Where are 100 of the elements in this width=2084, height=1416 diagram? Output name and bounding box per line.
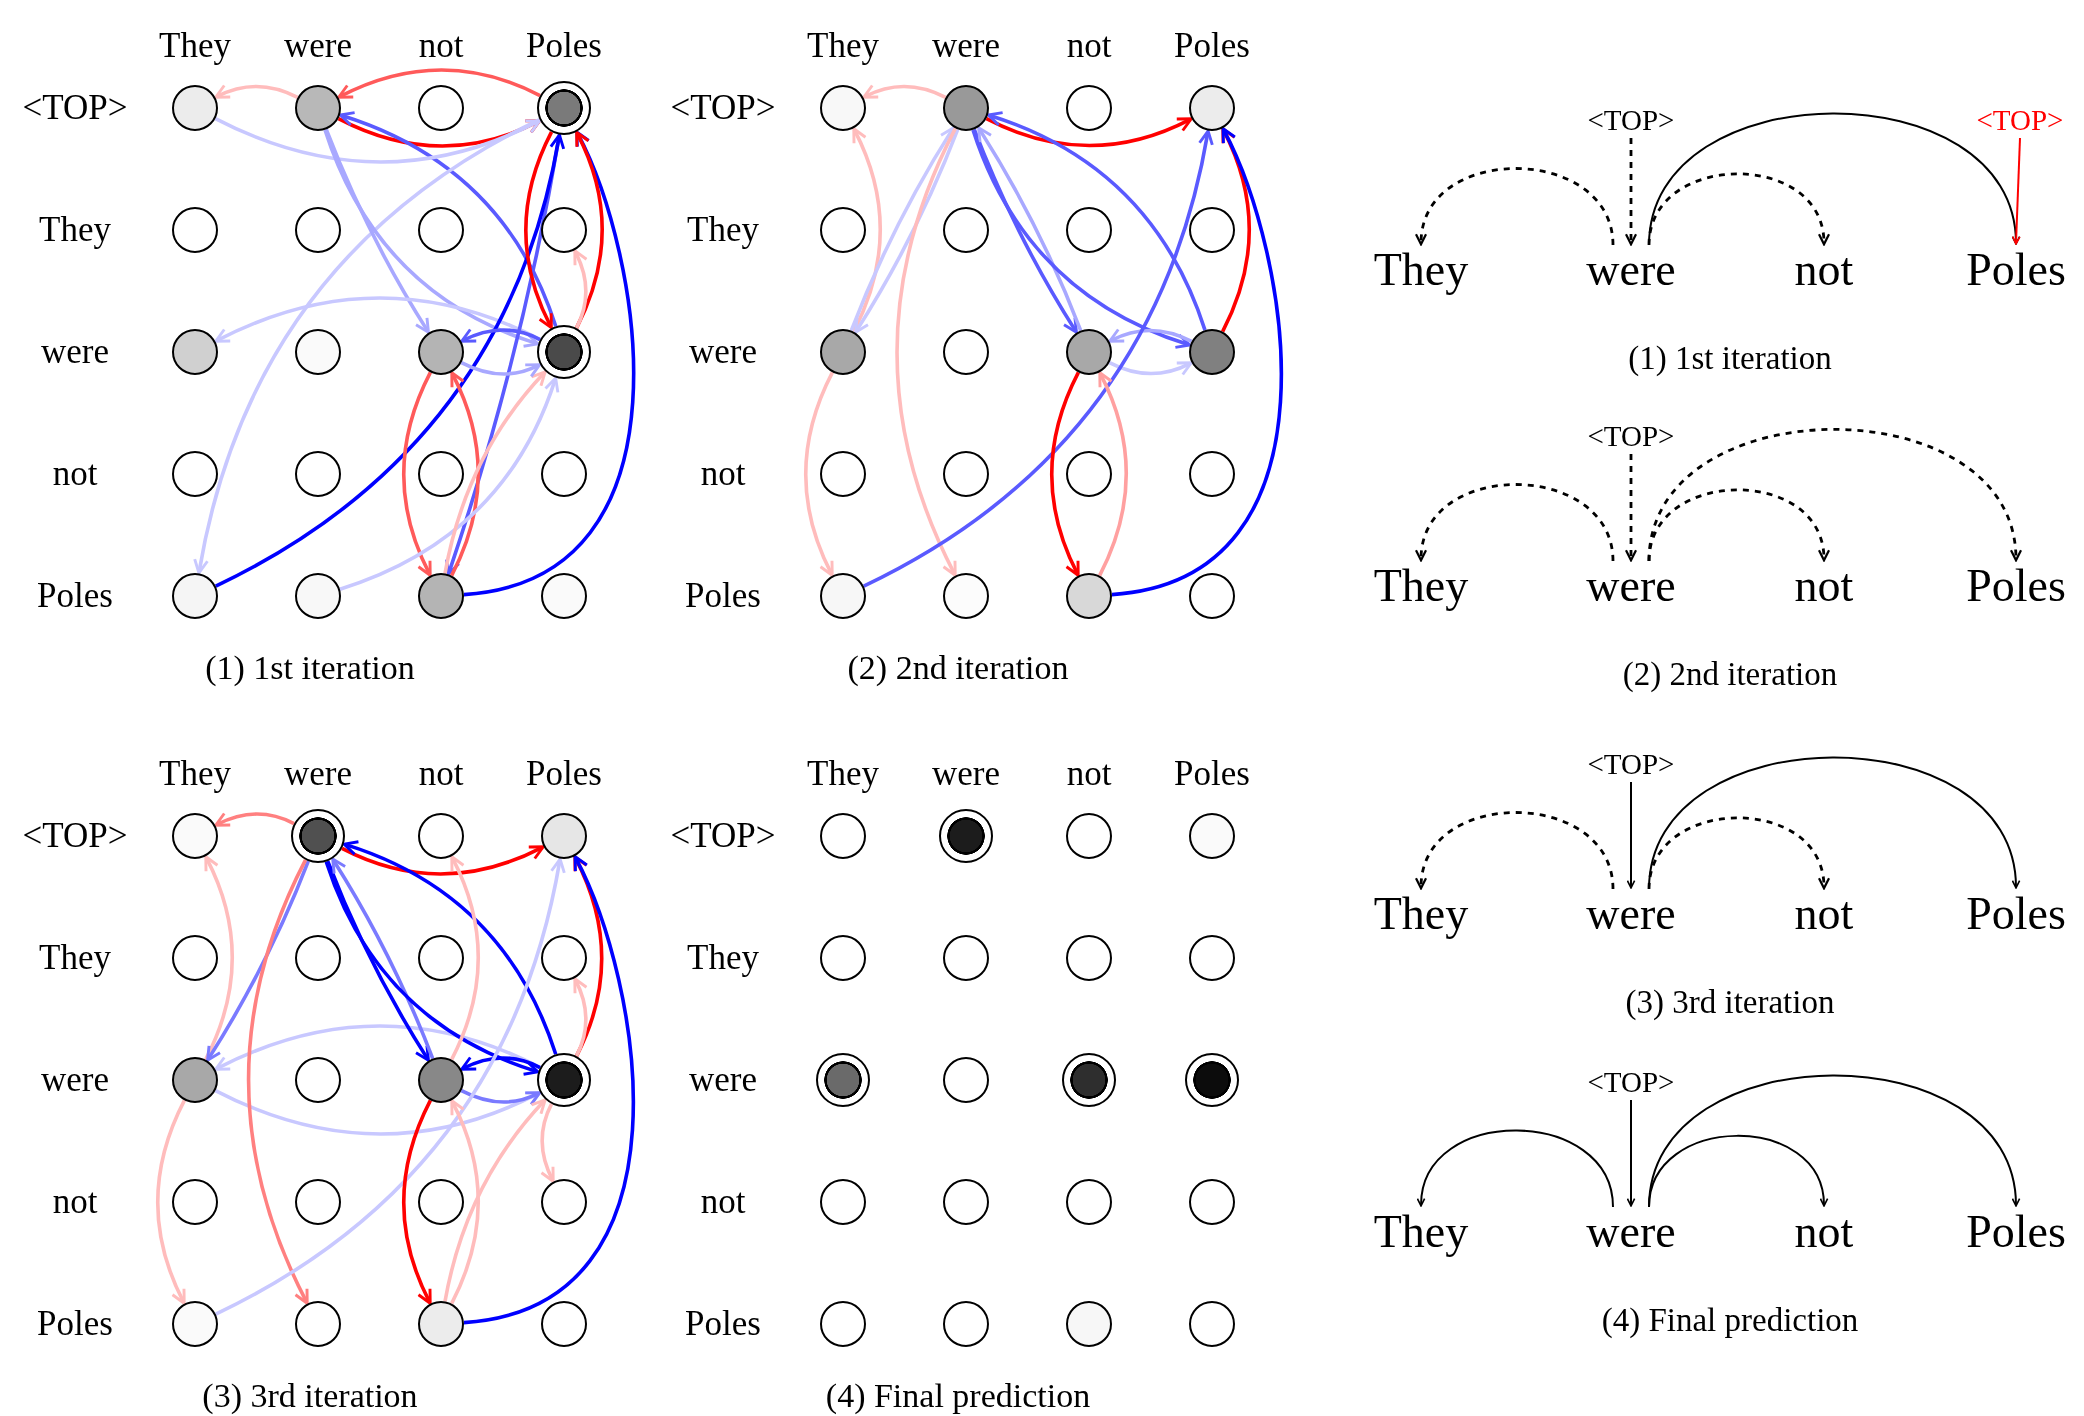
- arrow: [214, 117, 542, 164]
- arrow: [1648, 1074, 2020, 1208]
- state-circle: [537, 325, 591, 379]
- column-header: not: [1066, 754, 1112, 794]
- token-label: Poles: [1966, 1206, 2066, 1258]
- column-header: They: [159, 754, 231, 794]
- state-circle: [418, 935, 464, 981]
- state-circle: [820, 573, 866, 619]
- state-circle: [172, 85, 218, 131]
- state-circle: [943, 573, 989, 619]
- row-header: were: [689, 1060, 757, 1100]
- arrow: [895, 127, 957, 577]
- token-label: not: [1794, 1206, 1854, 1258]
- token-label: were: [1586, 888, 1676, 940]
- row-header: not: [52, 1182, 98, 1222]
- arrow: [986, 111, 1207, 331]
- state-circle: [1066, 573, 1112, 619]
- state-circle: [1189, 813, 1235, 859]
- column-header: Poles: [526, 754, 602, 794]
- row-header: <TOP>: [22, 816, 128, 856]
- arrow: [460, 1089, 542, 1106]
- state-circle: [943, 451, 989, 497]
- arrow: [1221, 127, 1251, 333]
- caption: (2) 2nd iteration: [847, 649, 1069, 687]
- token-label: They: [1373, 1206, 1469, 1258]
- arrow: [460, 361, 542, 378]
- arrow: [540, 1103, 555, 1183]
- arrow: [450, 1099, 480, 1305]
- state-circle: [418, 207, 464, 253]
- state-circle: [1066, 329, 1112, 375]
- state-circle: [541, 451, 587, 497]
- state-circle: [1189, 207, 1235, 253]
- state-circle: [541, 573, 587, 619]
- row-header: They: [39, 210, 111, 250]
- state-circle: [537, 81, 591, 135]
- state-circle: [172, 935, 218, 981]
- arrow: [971, 129, 1192, 349]
- arrow: [460, 328, 541, 343]
- arrow: [324, 861, 540, 1076]
- state-circle: [1066, 813, 1112, 859]
- row-header: They: [687, 210, 759, 250]
- arrow: [1416, 811, 1615, 890]
- arrow: [1417, 1129, 1614, 1208]
- state-circle: [1189, 935, 1235, 981]
- arrow: [341, 845, 545, 876]
- state-circle: [295, 573, 341, 619]
- state-circle: [1189, 329, 1235, 375]
- row-header: not: [700, 1182, 746, 1222]
- state-circle: [1189, 573, 1235, 619]
- row-header: not: [52, 454, 98, 494]
- token-label: not: [1794, 244, 1854, 296]
- state-circle: [1189, 1179, 1235, 1225]
- arrow: [1050, 371, 1080, 577]
- state-circle: [172, 1301, 218, 1347]
- token-label: not: [1794, 888, 1854, 940]
- arrow: [443, 370, 547, 574]
- arrow: [460, 1056, 541, 1071]
- row-header: <TOP>: [22, 88, 128, 128]
- arrow: [450, 855, 480, 1061]
- state-circle: [541, 1301, 587, 1347]
- arrow: [1624, 138, 1638, 246]
- state-circle: [418, 573, 464, 619]
- state-circle: [820, 813, 866, 859]
- caption: (2) 2nd iteration: [1622, 655, 1838, 693]
- state-circle: [943, 935, 989, 981]
- column-header: were: [284, 754, 352, 794]
- state-circle: [172, 451, 218, 497]
- state-circle: [295, 1057, 341, 1103]
- arrow: [337, 68, 541, 99]
- arrow: [1647, 816, 1829, 890]
- state-circle: [943, 1301, 989, 1347]
- state-circle: [291, 809, 345, 863]
- arrow: [1111, 127, 1283, 597]
- column-header: were: [932, 754, 1000, 794]
- arrow: [804, 371, 834, 577]
- arrow: [193, 118, 541, 575]
- arrow: [206, 860, 310, 1062]
- state-circle: [172, 1179, 218, 1225]
- arrow: [1648, 1134, 1828, 1208]
- state-circle: [541, 1179, 587, 1225]
- column-header: Poles: [1174, 26, 1250, 66]
- state-circle: [1189, 85, 1235, 131]
- state-circle: [820, 85, 866, 131]
- state-circle: [820, 329, 866, 375]
- state-circle: [943, 1179, 989, 1225]
- state-circle: [541, 935, 587, 981]
- column-header: They: [159, 26, 231, 66]
- state-circle: [418, 1179, 464, 1225]
- arrow: [862, 84, 947, 99]
- state-circle: [295, 329, 341, 375]
- row-header: Poles: [685, 1304, 761, 1344]
- arrow: [985, 117, 1193, 148]
- arrow: [402, 371, 432, 577]
- arrow: [339, 376, 559, 591]
- token-label: <TOP>: [1587, 749, 1675, 781]
- arrow: [214, 857, 566, 1316]
- state-circle: [1066, 451, 1112, 497]
- token-label: Poles: [1966, 244, 2066, 296]
- arrow: [1647, 172, 1829, 246]
- state-circle: [943, 207, 989, 253]
